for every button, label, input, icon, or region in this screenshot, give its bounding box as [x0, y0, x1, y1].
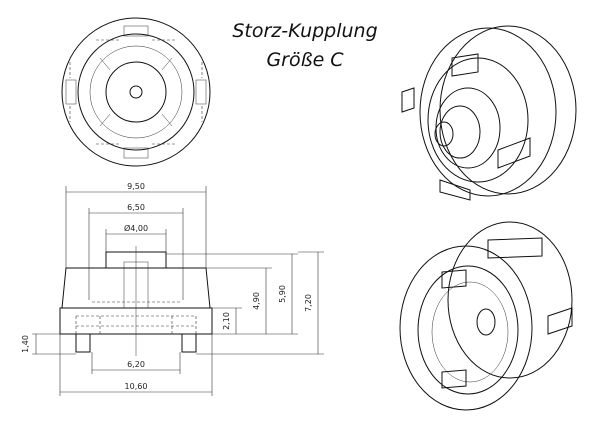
dim-lug-height: 1,40	[21, 335, 30, 353]
top-view	[61, 17, 211, 167]
dim-inner-width: 6,50	[127, 203, 145, 212]
isometric-view-bottom	[399, 221, 573, 411]
title-line-1: Storz-Kupplung	[232, 20, 377, 42]
isometric-view-top	[401, 25, 577, 201]
side-view	[59, 246, 213, 356]
dim-bore-diameter: Ø4,00	[124, 223, 148, 233]
dim-step-height: 5,90	[278, 285, 287, 303]
dim-flange-height: 2,10	[222, 312, 231, 330]
dim-overall-width: 9,50	[127, 182, 145, 191]
dim-total-height: 7,20	[304, 294, 313, 312]
title-line-2: Größe C	[266, 49, 344, 71]
dimensions: 9,50 6,50 Ø4,00 6,20 10,60 1,40 2,10	[21, 182, 324, 396]
drawing-title: Storz-Kupplung Größe C	[232, 20, 377, 71]
dim-body-height: 4,90	[252, 292, 261, 310]
dim-bottom-overall-width: 10,60	[125, 382, 148, 391]
dim-bottom-inner-width: 6,20	[127, 360, 145, 369]
